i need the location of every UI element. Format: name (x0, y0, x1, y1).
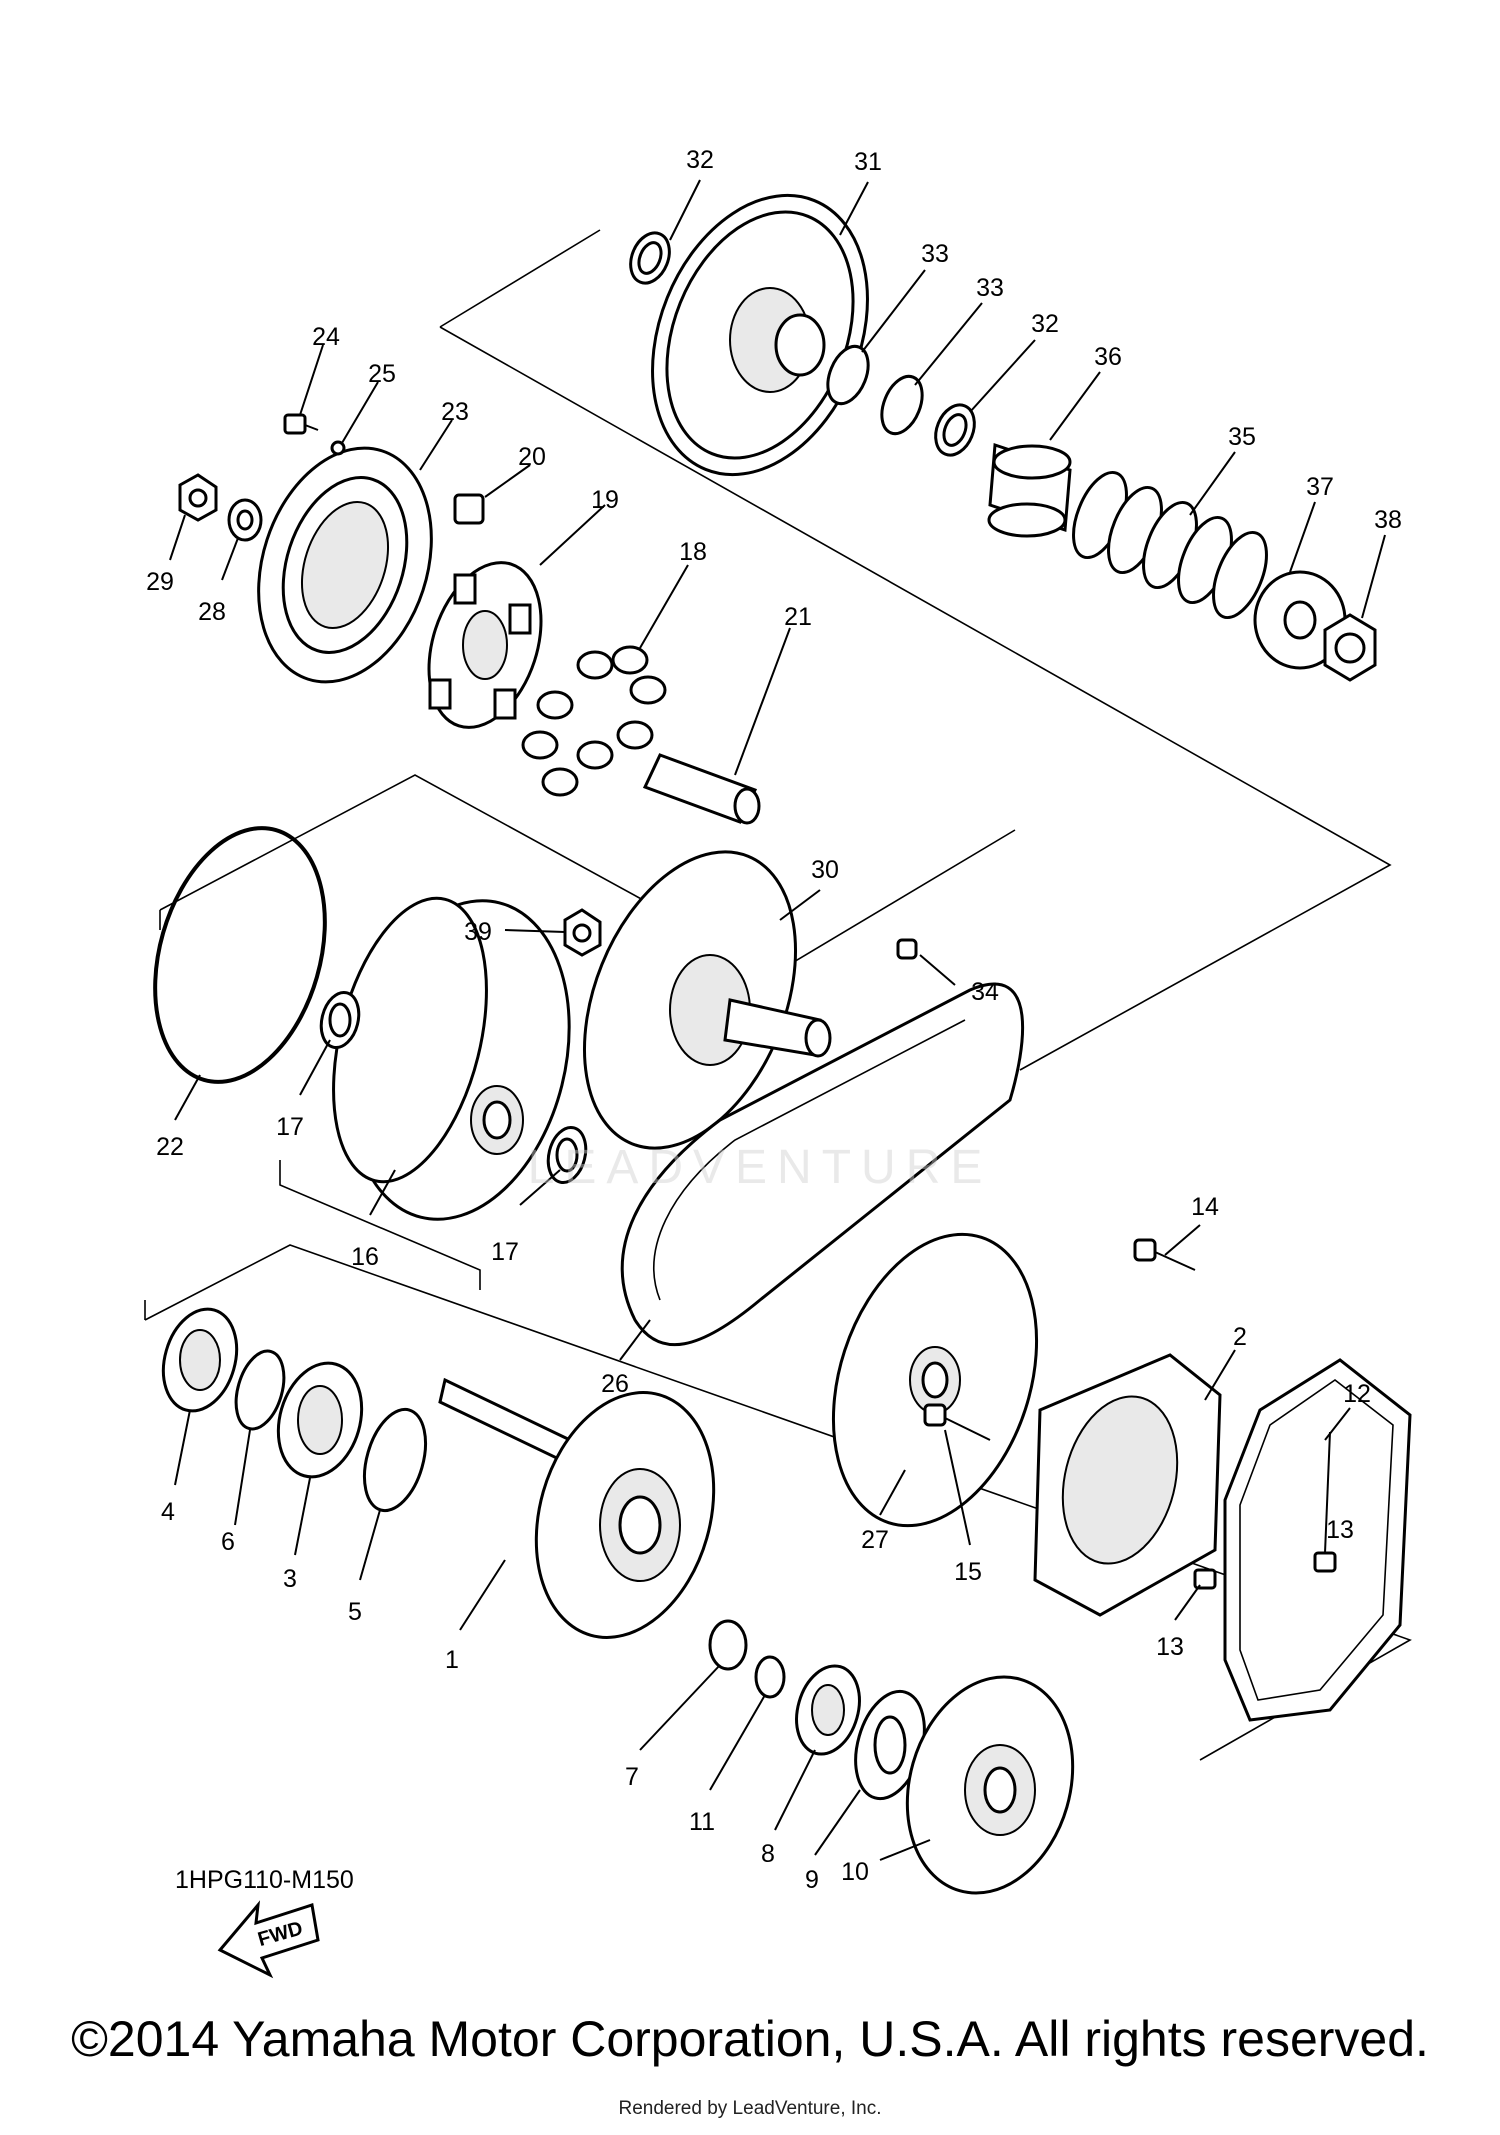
part-21-collar (642, 753, 761, 825)
part-label: 2 (1233, 1323, 1247, 1351)
part-label: 17 (491, 1238, 519, 1266)
part-label: 20 (518, 443, 546, 471)
part-label: 19 (591, 486, 619, 514)
part-1-shaft-drum (438, 1377, 716, 1639)
part-label: 25 (368, 360, 396, 388)
part-label: 33 (921, 240, 949, 268)
part-label: 4 (161, 1498, 175, 1526)
part-label: 8 (761, 1840, 775, 1868)
part-label: 7 (625, 1763, 639, 1791)
part-26-belt (620, 982, 1025, 1347)
part-label: 17 (276, 1113, 304, 1141)
part-23-cover (257, 446, 433, 684)
part-18-weights (521, 645, 667, 797)
part-19-sliding-sheave (427, 561, 543, 729)
part-14-bolt (1133, 1238, 1196, 1271)
part-30-secondary-fixed-sheave (583, 850, 832, 1150)
part-label: 32 (686, 146, 714, 174)
part-label: 31 (854, 148, 882, 176)
part-label: 27 (861, 1526, 889, 1554)
part-4-seal (161, 1307, 239, 1413)
part-39-nut (563, 908, 602, 957)
part-11-collar (754, 1655, 786, 1699)
part-24-bolt (283, 413, 319, 435)
part-28-washer (227, 498, 263, 542)
part-25-washer (330, 440, 346, 456)
copyright-notice: ©2014 Yamaha Motor Corporation, U.S.A. A… (71, 2011, 1429, 2067)
part-label: 30 (811, 856, 839, 884)
part-17-seals (319, 990, 588, 1185)
part-29-nut (178, 473, 218, 522)
part-label: 28 (198, 598, 226, 626)
part-7-bushing (708, 1619, 748, 1671)
part-label: 15 (954, 1558, 982, 1586)
part-15-bolt (923, 1403, 991, 1441)
part-label: 21 (784, 603, 812, 631)
part-label: 5 (348, 1598, 362, 1626)
part-label: 6 (221, 1528, 235, 1556)
part-label: 37 (1306, 473, 1334, 501)
part-label: 13 (1326, 1516, 1354, 1544)
diagram-code: 1HPG110-M150 (175, 1866, 354, 1894)
part-label: 35 (1228, 423, 1256, 451)
part-label: 11 (689, 1808, 715, 1836)
part-2-case (1033, 1353, 1222, 1617)
part-label: 23 (441, 398, 469, 426)
part-label: 10 (841, 1858, 869, 1886)
part-label: 16 (351, 1243, 379, 1271)
part-3-bearing (276, 1361, 364, 1479)
part-20-slider (453, 493, 485, 525)
part-label: 18 (679, 538, 707, 566)
part-8-bearing (795, 1664, 861, 1756)
part-31-sheave (651, 193, 869, 477)
part-36-guide (987, 442, 1072, 538)
part-label: 9 (805, 1866, 819, 1894)
part-label: 26 (601, 1370, 629, 1398)
part-label: 34 (971, 978, 999, 1006)
part-label: 32 (1031, 310, 1059, 338)
rendered-by-credit: Rendered by LeadVenture, Inc. (618, 2098, 882, 2119)
part-5-circlip (363, 1407, 427, 1513)
part-callouts: 32 31 33 33 32 36 35 37 38 24 25 23 20 1… (146, 146, 1402, 1894)
part-label: 36 (1094, 343, 1122, 371)
part-37-washer (1253, 570, 1347, 670)
part-label: 12 (1343, 1380, 1371, 1408)
fwd-direction-arrow: FWD (217, 1900, 320, 1979)
part-12-gasket (1223, 1358, 1412, 1722)
part-33-orings (826, 344, 924, 436)
watermark: LEADVENTURE (527, 1141, 993, 1194)
part-label: 39 (464, 918, 492, 946)
part-label: 24 (312, 323, 340, 351)
part-38-nut (1323, 613, 1377, 682)
part-label: 13 (1156, 1633, 1184, 1661)
part-6-circlip (234, 1349, 286, 1431)
part-label: 22 (156, 1133, 184, 1161)
part-label: 3 (283, 1565, 297, 1593)
part-16-fixed-sheave (332, 896, 571, 1221)
part-label: 29 (146, 568, 174, 596)
part-27-drive-fan (831, 1232, 1039, 1528)
part-label: 38 (1374, 506, 1402, 534)
part-32-seal-b (934, 403, 976, 457)
part-34-pin (896, 938, 918, 960)
part-32-seal-a (629, 231, 671, 285)
part-10-clutch-carrier (905, 1675, 1075, 1895)
part-label: 14 (1191, 1193, 1219, 1221)
part-35-spring (1072, 470, 1268, 620)
part-label: 1 (445, 1646, 459, 1674)
part-label: 33 (976, 274, 1004, 302)
part-22-oring (153, 826, 327, 1084)
